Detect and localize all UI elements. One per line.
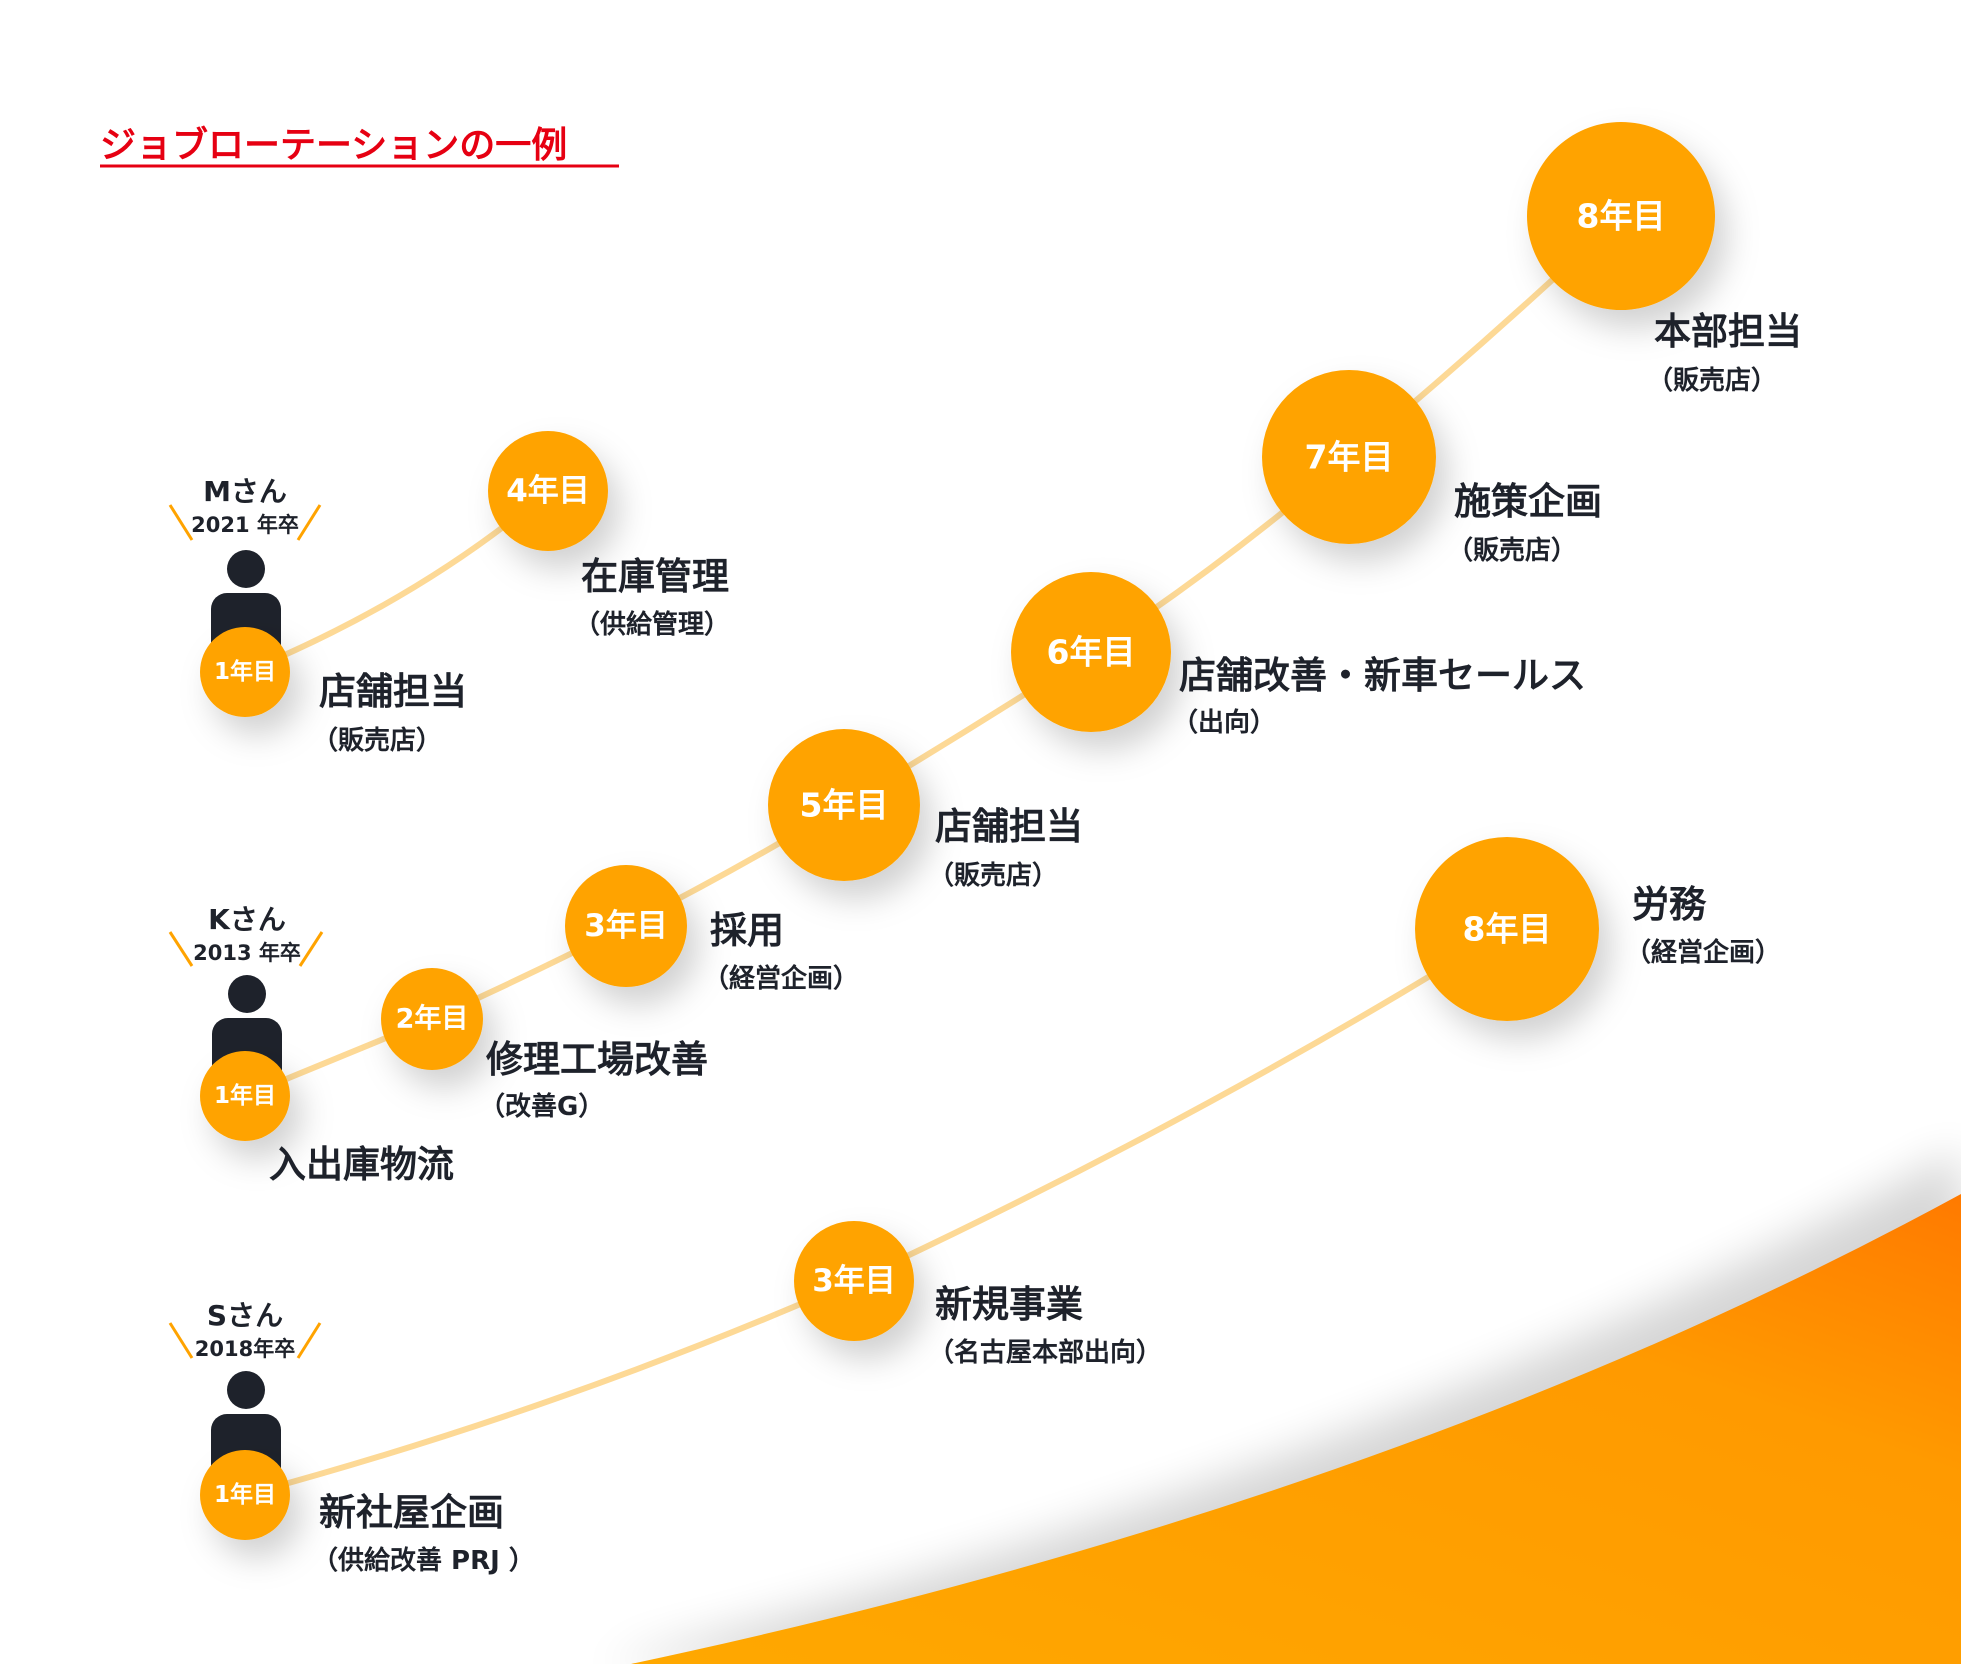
k-year-7: 7年目 — [1262, 370, 1436, 544]
k-year-8: 8年目 — [1527, 122, 1715, 310]
svg-text:2年目: 2年目 — [396, 1003, 469, 1035]
role-label: 施策企画 — [1454, 480, 1602, 523]
m-year-1: 1年目 — [200, 627, 290, 717]
role-label: 店舗担当 — [935, 805, 1083, 848]
k-year-1: 1年目 — [200, 1051, 290, 1141]
role-label: 入出庫物流 — [269, 1143, 454, 1186]
role-label: 修理工場改善 — [486, 1038, 708, 1081]
svg-text:8年目: 8年目 — [1463, 910, 1552, 949]
dept-label: （改善G） — [479, 1091, 604, 1122]
role-label: 新社屋企画 — [319, 1491, 504, 1534]
orange-wave — [631, 1194, 1961, 1664]
svg-text:4年目: 4年目 — [506, 473, 590, 509]
svg-text:3年目: 3年目 — [812, 1263, 896, 1299]
dept-label: （販売店） — [928, 861, 1058, 891]
person-grad-year: 2018年卒 — [195, 1337, 295, 1361]
dept-label: （経営企画） — [703, 963, 859, 994]
s-year-8: 8年目 — [1415, 837, 1599, 1021]
s-year-1: 1年目 — [200, 1450, 290, 1540]
s-year-3: 3年目 — [794, 1221, 914, 1341]
dept-label: （出向） — [1172, 707, 1276, 738]
dept-label: （供給改善 PRJ ） — [312, 1545, 535, 1576]
k-year-2: 2年目 — [381, 968, 483, 1070]
svg-text:3年目: 3年目 — [584, 908, 668, 944]
svg-text:6年目: 6年目 — [1047, 633, 1136, 672]
role-label: 本部担当 — [1654, 310, 1802, 353]
dept-label: （名古屋本部出向） — [928, 1337, 1162, 1368]
role-label: 在庫管理 — [581, 555, 729, 598]
role-label: 採用 — [710, 909, 784, 952]
deco-line — [168, 931, 194, 967]
svg-text:1年目: 1年目 — [214, 1082, 276, 1109]
svg-text:5年目: 5年目 — [800, 786, 889, 825]
person-grad-year: 2013 年卒 — [193, 941, 301, 965]
deco-line — [298, 931, 324, 967]
person-name: Sさん — [207, 1299, 283, 1332]
dept-label: （販売店） — [312, 726, 442, 756]
dept-label: （経営企画） — [1625, 937, 1781, 968]
role-label: 店舗改善・新車セールス — [1179, 654, 1586, 697]
deco-line — [168, 504, 194, 541]
person-name: Mさん — [203, 475, 287, 508]
role-label: 労務 — [1632, 883, 1707, 926]
dept-label: （供給管理） — [574, 609, 730, 640]
role-label: 新規事業 — [935, 1283, 1083, 1326]
k-year-3: 3年目 — [565, 865, 687, 987]
svg-text:7年目: 7年目 — [1305, 438, 1394, 477]
svg-text:8年目: 8年目 — [1577, 197, 1666, 236]
m-year-4: 4年目 — [488, 431, 608, 551]
k-year-5: 5年目 — [768, 729, 920, 881]
dept-label: （販売店） — [1447, 536, 1577, 566]
page-title: ジョブローテーションの一例 — [100, 124, 567, 166]
deco-line — [168, 1322, 194, 1359]
deco-line — [296, 1322, 322, 1359]
dept-label: （販売店） — [1647, 366, 1777, 396]
deco-line — [296, 504, 322, 541]
svg-text:1年目: 1年目 — [214, 658, 276, 685]
role-label: 店舗担当 — [319, 670, 467, 713]
person-name: Kさん — [208, 903, 286, 936]
svg-text:1年目: 1年目 — [214, 1481, 276, 1508]
person-grad-year: 2021 年卒 — [191, 513, 299, 537]
k-year-6: 6年目 — [1011, 572, 1171, 732]
person-m: Mさん 2021 年卒 — [168, 475, 322, 673]
